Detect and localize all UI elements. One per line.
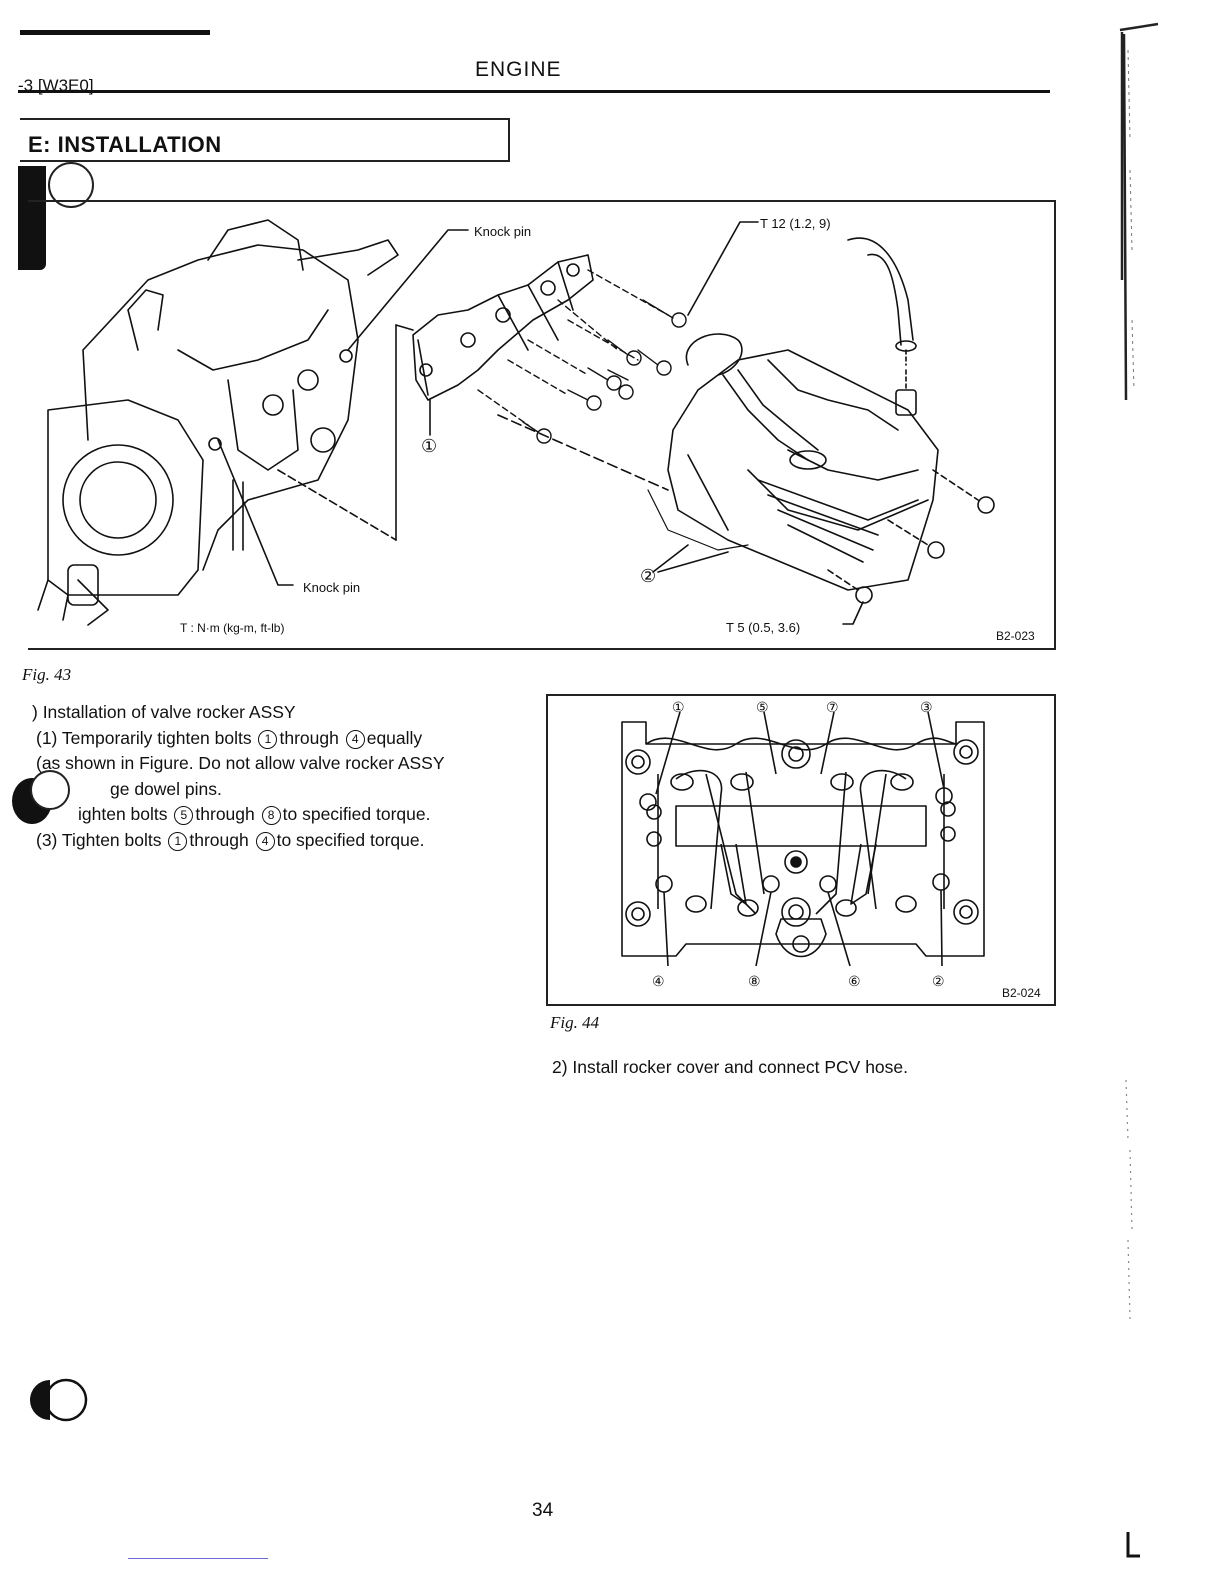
- callout-2: ②: [640, 566, 656, 586]
- section-title-box: [20, 118, 510, 162]
- fig44-bottom-callout-2: ②: [932, 973, 945, 989]
- fig44-top-callout-5: ⑤: [756, 699, 769, 715]
- binding-hole-mark: [30, 1378, 88, 1422]
- top-black-bar: [20, 30, 210, 35]
- scan-edge-right: [1119, 22, 1159, 401]
- label-knock-pin-top: Knock pin: [474, 224, 531, 239]
- fig44-top-callout-7: ⑦: [826, 699, 839, 715]
- step-1-title: ) Installation of valve rocker ASSY: [32, 702, 296, 722]
- page-title: ENGINE: [475, 58, 562, 81]
- label-knock-pin-bottom: Knock pin: [303, 580, 360, 595]
- step-2: 2) Install rocker cover and connect PCV …: [552, 1057, 909, 1077]
- figure-44-illustration: ① ⑤ ⑦ ③ ④ ⑧ ⑥ ② B2-024: [621, 699, 1041, 1000]
- figure-44-code: B2-024: [1002, 986, 1041, 1000]
- figure-44-frame: [546, 694, 1056, 1006]
- fig44-bottom-callout-6: ⑥: [848, 973, 861, 989]
- figure-44-caption: Fig. 44: [550, 1013, 600, 1032]
- label-torque-top: T 12 (1.2, 9): [760, 216, 831, 231]
- binding-mark: [18, 166, 46, 270]
- scan-noise-right: [1125, 1080, 1133, 1320]
- figure-43-code: B2-023: [996, 629, 1035, 643]
- label-torque-units: T : N·m (kg-m, ft-lb): [180, 621, 284, 635]
- figure-43-caption: Fig. 43: [22, 665, 72, 684]
- fig44-top-callout-3: ③: [920, 699, 933, 715]
- fig44-bottom-callout-4: ④: [652, 973, 665, 989]
- step-1-1-line-3: ge dowel pins.: [110, 778, 222, 799]
- figure-43-frame: [28, 200, 1056, 650]
- installation-steps: ) Installation of valve rocker ASSY (1) …: [32, 700, 532, 853]
- label-torque-bottom: T 5 (0.5, 3.6): [726, 620, 800, 635]
- section-reference: -3 [W3E0]: [18, 76, 94, 95]
- binding-blot-ring: [30, 770, 70, 810]
- figure-43-illustration: Knock pin T 12 (1.2, 9) Knock pin T : N·…: [37, 216, 1035, 643]
- step-1-1-line-2: (as shown in Figure. Do not allow valve …: [36, 753, 445, 773]
- scan-corner-mark: [1126, 1532, 1140, 1558]
- scan-edge-line: [128, 1558, 268, 1559]
- section-title: E: INSTALLATION: [28, 132, 222, 157]
- header-rule: [18, 90, 1050, 93]
- fig44-top-callout-1: ①: [672, 699, 685, 715]
- fig44-bottom-callout-8: ⑧: [748, 973, 761, 989]
- page-number: 34: [532, 1500, 554, 1521]
- callout-1: ①: [421, 436, 437, 456]
